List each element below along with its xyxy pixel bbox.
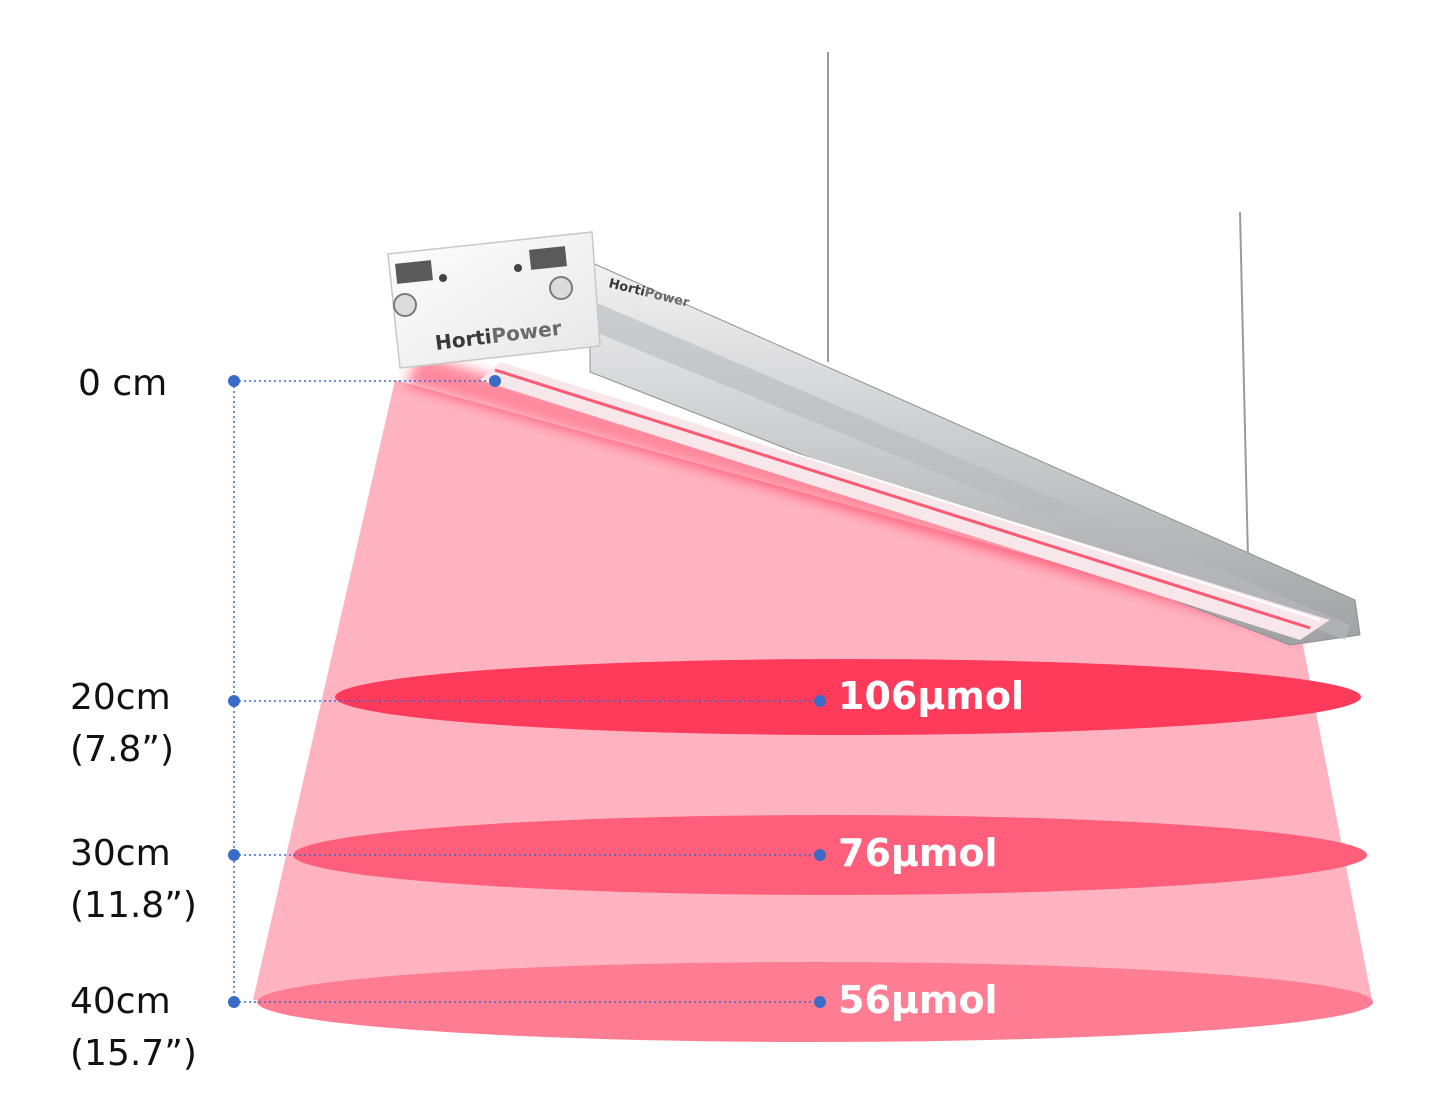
screw-icon — [549, 276, 573, 300]
ppfd-value-30cm: 76µmol — [838, 831, 998, 875]
screw-icon — [393, 293, 417, 317]
inches-label-30: (11.8”) — [70, 885, 197, 926]
marker-dot — [228, 996, 240, 1008]
marker-dot — [489, 375, 501, 387]
inches-label-40: (15.7”) — [70, 1033, 197, 1074]
distance-label-20: 20cm — [70, 677, 171, 718]
distance-label-0: 0 cm — [78, 363, 167, 404]
marker-dot — [814, 695, 826, 707]
marker-dot — [814, 849, 826, 861]
led-bar-fixture: HortiPower HortiPower — [387, 231, 1361, 646]
distance-label-30: 30cm — [70, 833, 171, 874]
distance-label-40: 40cm — [70, 981, 171, 1022]
marker-dot — [228, 849, 240, 861]
ring-30cm — [293, 815, 1367, 895]
ppfd-value-20cm: 106µmol — [838, 674, 1024, 718]
inches-label-20: (7.8”) — [70, 729, 174, 770]
ppfd-value-40cm: 56µmol — [838, 978, 998, 1022]
hanging-cable-right — [1239, 211, 1249, 561]
marker-dot — [228, 695, 240, 707]
ring-20cm — [335, 659, 1361, 735]
marker-dot — [814, 996, 826, 1008]
marker-dot — [228, 375, 240, 387]
